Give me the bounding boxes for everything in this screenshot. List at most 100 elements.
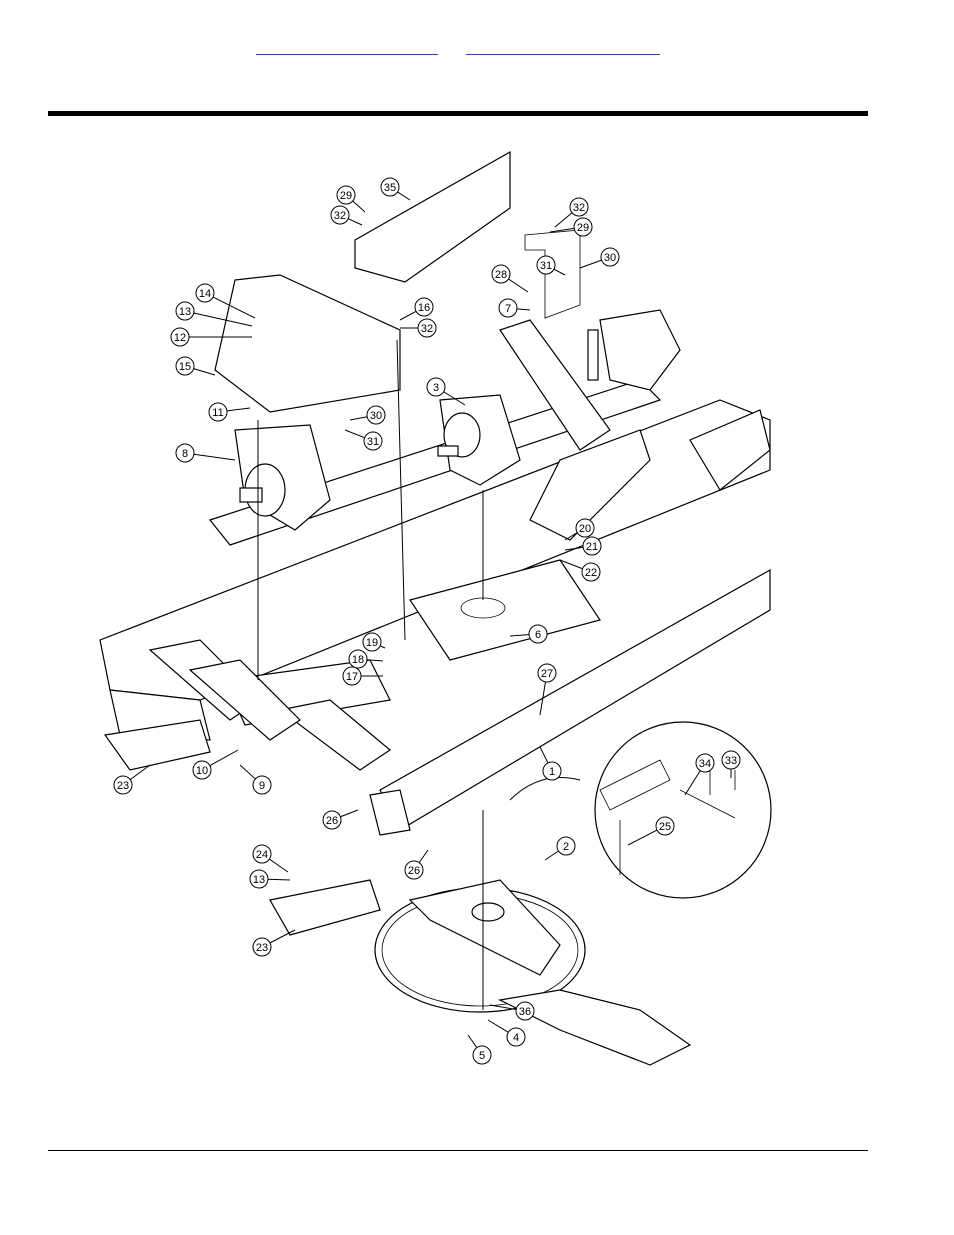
leader-line: [366, 659, 384, 662]
leader-line: [267, 878, 291, 881]
leader-line: [627, 829, 658, 846]
callout-circle: [380, 177, 400, 197]
callout-circle: [655, 816, 675, 836]
callout-number: 12: [174, 332, 186, 344]
leader-line: [239, 764, 256, 780]
frame-drawing: [99, 150, 772, 1066]
leader-line: [467, 1034, 478, 1048]
callout-circle: [322, 810, 342, 830]
callout-number: 34: [699, 758, 711, 770]
callout-circle: [208, 402, 228, 422]
callout-3: 3: [426, 377, 466, 406]
callout-number: 29: [340, 190, 352, 202]
callout-4: 4: [487, 1019, 526, 1047]
callout-circle: [515, 1001, 535, 1021]
leader-line: [508, 278, 529, 293]
leader-line: [549, 227, 575, 233]
callout-number: 36: [519, 1006, 531, 1018]
callout-number: 32: [573, 202, 585, 214]
callout-number: 8: [182, 448, 188, 460]
callout-30: 30: [349, 405, 386, 425]
callout-circle: [175, 443, 195, 463]
leader-line: [193, 368, 216, 376]
leader-line: [226, 407, 251, 412]
callout-number: 25: [659, 821, 671, 833]
callout-number: 13: [253, 874, 265, 886]
callout-21: 21: [564, 536, 602, 556]
callout-19: 19: [362, 632, 386, 652]
callout-circle: [536, 255, 556, 275]
callout-number: 26: [326, 815, 338, 827]
callout-10: 10: [192, 749, 239, 780]
callout-number: 6: [535, 629, 541, 641]
callout-circle: [414, 297, 434, 317]
callout-circle: [175, 301, 195, 321]
callout-22: 22: [559, 559, 601, 582]
callout-number: 21: [586, 541, 598, 553]
leader-line: [344, 429, 365, 439]
callout-number: 16: [418, 302, 430, 314]
callout-number: 33: [725, 755, 737, 767]
callout-number: 35: [384, 182, 396, 194]
header-links: [256, 38, 666, 56]
callout-number: 20: [579, 523, 591, 535]
callout-circle: [582, 536, 602, 556]
callout-circle: [556, 836, 576, 856]
callout-circle: [252, 844, 272, 864]
callout-circle: [491, 264, 511, 284]
callout-circle: [575, 518, 595, 538]
callout-5: 5: [467, 1034, 492, 1065]
leader-line: [554, 212, 573, 228]
callout-number: 23: [117, 780, 129, 792]
callout-circle: [342, 666, 362, 686]
callout-circle: [249, 869, 269, 889]
callout-6: 6: [509, 624, 548, 644]
callout-2: 2: [544, 836, 576, 861]
callout-number: 30: [370, 410, 382, 422]
callout-circle: [573, 217, 593, 237]
leader-line: [539, 681, 547, 716]
callout-number: 10: [196, 765, 208, 777]
callout-31: 31: [536, 255, 566, 276]
leader-line: [212, 296, 256, 319]
callout-number: 4: [513, 1032, 519, 1044]
callout-circle: [695, 753, 715, 773]
callout-30: 30: [579, 247, 620, 269]
callout-circle: [600, 247, 620, 267]
callout-27: 27: [537, 663, 557, 716]
callout-circle: [252, 775, 272, 795]
leader-line: [193, 312, 253, 327]
callout-number: 14: [199, 288, 211, 300]
callout-29: 29: [336, 185, 366, 213]
callout-32: 32: [400, 318, 437, 338]
callout-11: 11: [208, 402, 251, 422]
leader-line: [443, 391, 466, 406]
callout-number: 23: [256, 942, 268, 954]
callout-31: 31: [344, 429, 383, 451]
callout-number: 18: [352, 654, 364, 666]
callout-32: 32: [554, 197, 589, 228]
footer-rule: [48, 1150, 868, 1151]
callout-number: 29: [577, 222, 589, 234]
callout-23: 23: [252, 929, 296, 957]
callout-number: 24: [256, 849, 268, 861]
callout-12: 12: [170, 327, 252, 347]
callout-number: 27: [541, 668, 553, 680]
callout-circle: [542, 761, 562, 781]
callout-number: 31: [540, 260, 552, 272]
leader-line: [269, 929, 296, 944]
leader-line: [564, 546, 584, 551]
header-link-2[interactable]: [466, 38, 660, 55]
header-link-1[interactable]: [256, 38, 438, 55]
callout-circle: [362, 632, 382, 652]
callout-number: 5: [479, 1050, 485, 1062]
leader-line: [684, 770, 701, 796]
callout-circle: [404, 860, 424, 880]
callout-circle: [506, 1027, 526, 1047]
callout-circle: [426, 377, 446, 397]
leader-line: [129, 764, 151, 781]
callout-32: 32: [330, 205, 363, 226]
callout-35: 35: [380, 177, 411, 201]
